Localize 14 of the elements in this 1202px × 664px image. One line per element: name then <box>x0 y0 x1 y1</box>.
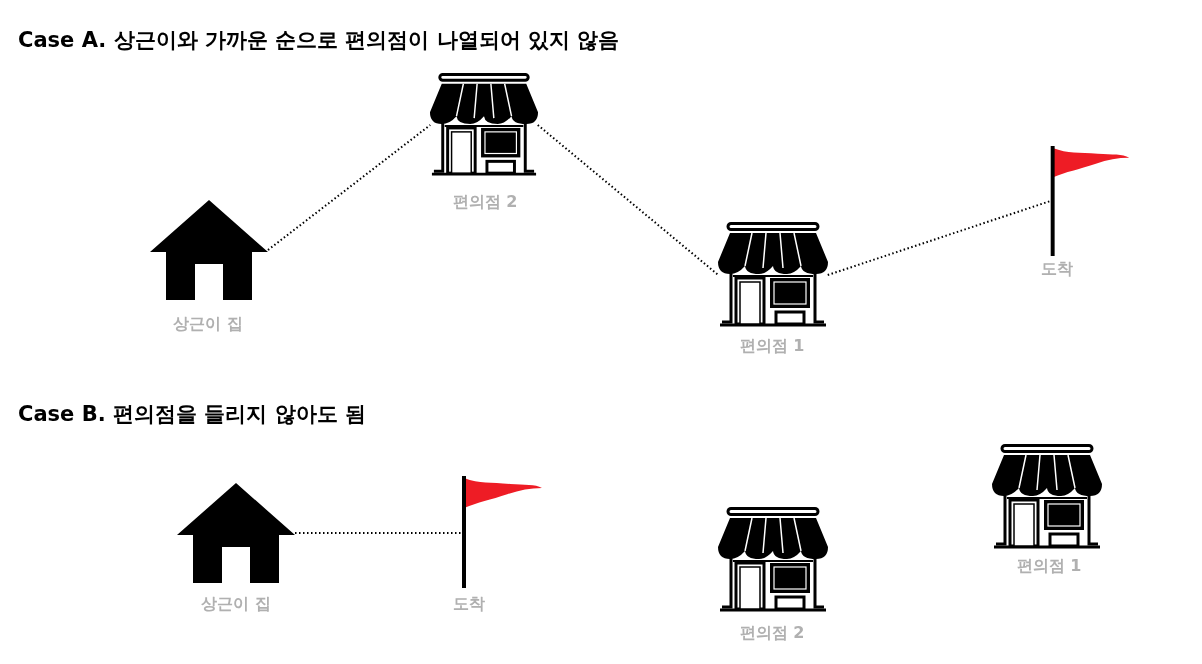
place-label: 상근이 집 <box>173 314 243 335</box>
case-heading: Case B. 편의점을 들리지 않아도 됨 <box>18 401 366 428</box>
dotted-line <box>826 200 1052 276</box>
case-heading: Case A. 상근이와 가까운 순으로 편의점이 나열되어 있지 않음 <box>18 27 620 54</box>
place-label: 편의점 1 <box>1016 556 1082 577</box>
dotted-line <box>267 124 432 251</box>
dotted-line <box>294 532 464 534</box>
place-label: 편의점 2 <box>452 192 518 213</box>
dotted-line <box>536 124 720 276</box>
place-label: 상근이 집 <box>201 594 271 615</box>
place-label: 도착 <box>453 594 485 615</box>
place-label: 편의점 2 <box>739 623 805 644</box>
place-label: 도착 <box>1041 259 1073 280</box>
place-label: 편의점 1 <box>739 336 805 357</box>
